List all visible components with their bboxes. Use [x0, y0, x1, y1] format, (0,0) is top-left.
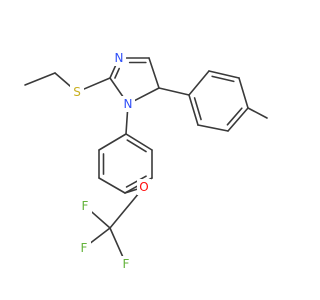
bond-s-ch2 — [54, 72, 73, 88]
bond-n1-c2 — [109, 77, 125, 99]
bond-t5-t6 — [197, 124, 229, 132]
bond-cf3-f3 — [109, 227, 124, 258]
atom-o: O — [137, 179, 151, 195]
bond-a1-a2 — [125, 133, 153, 151]
atom-n3: N — [112, 50, 126, 66]
bond-c4-c5 — [148, 57, 160, 89]
bond-a1-a2-inner — [126, 139, 147, 153]
atom-labels: N N S O F F F — [70, 50, 151, 272]
bond-t3-t4 — [238, 77, 249, 109]
bond-t2-t3-inner — [211, 75, 235, 83]
atom-n3-label: N — [115, 51, 124, 65]
bond-t2-t3 — [208, 70, 240, 79]
bond-c2-n3-inner — [114, 67, 120, 79]
bond-t4-t5-inner — [226, 107, 243, 126]
bond-c5-n1 — [133, 87, 160, 102]
bond-t6-t1-inner — [193, 97, 202, 121]
bond-a3-a4-inner — [125, 175, 147, 188]
bond-a4-a5 — [98, 177, 126, 194]
bond-t4-t5 — [227, 107, 249, 132]
atom-n1: N — [121, 96, 135, 112]
bonds — [24, 57, 268, 258]
atom-o-label: O — [139, 180, 148, 194]
bond-cf3-f2 — [89, 227, 111, 245]
atom-f2-label: F — [81, 241, 88, 255]
bond-a6-a1 — [98, 133, 127, 151]
atom-s: S — [70, 84, 84, 100]
bond-c2-s — [83, 77, 111, 90]
bond-t6-t1 — [188, 94, 199, 126]
molecule-structure: N N S O F F F — [24, 50, 268, 272]
atom-f1: F — [78, 198, 92, 214]
bond-o-cf3 — [109, 191, 141, 229]
atom-f3: F — [119, 256, 133, 272]
bond-c5-t1 — [158, 87, 190, 96]
atom-s-label: S — [73, 85, 81, 99]
atom-f1-label: F — [82, 199, 89, 213]
bond-t4-tme — [247, 107, 268, 119]
atom-f3-label: F — [123, 257, 130, 271]
bond-a4-o — [124, 188, 138, 194]
bond-c2-n3 — [109, 64, 117, 79]
bond-t1-t2 — [188, 70, 210, 96]
bond-n1-a1 — [125, 110, 129, 135]
atom-n1-label: N — [124, 97, 133, 111]
bond-cf3-f1 — [89, 210, 111, 229]
atom-f2: F — [77, 240, 91, 256]
bond-ch2-ch3 — [24, 72, 56, 86]
